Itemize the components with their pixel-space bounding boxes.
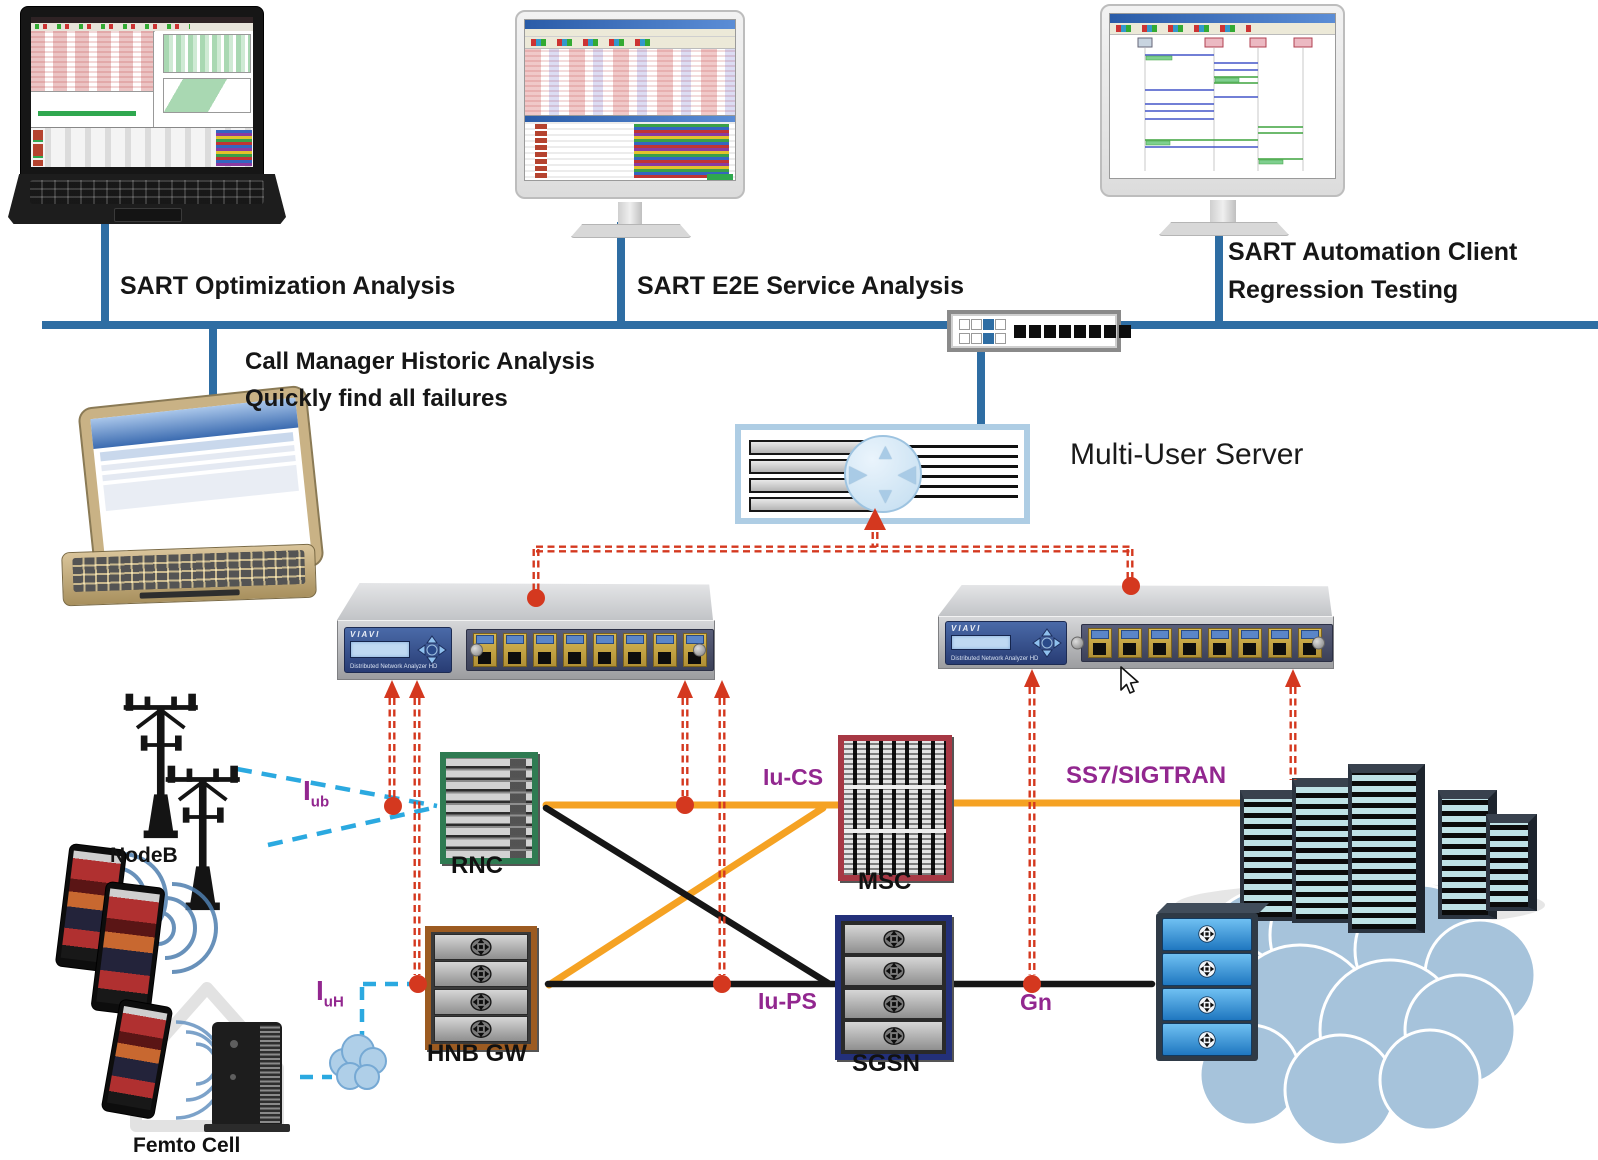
gn-interface-label: Gn [1020, 989, 1052, 1015]
analyzer-model: Distributed Network Analyzer HD [951, 655, 1039, 662]
optimization-title: SART Optimization Analysis [120, 272, 456, 300]
iub-radio-links [236, 766, 438, 848]
rnc-device [440, 752, 538, 864]
tablet-keyboard [61, 543, 317, 607]
e2e-title: SART E2E Service Analysis [637, 272, 965, 300]
analyzer-brand: VIAVI [951, 623, 982, 633]
laptop-keyboard [8, 174, 286, 224]
nodeb-tower-1 [121, 691, 200, 841]
multi-user-server: ▲ ▼ ▶ ◀ [735, 424, 1030, 524]
sgsn-label: SGSN [852, 1050, 921, 1077]
msc-device [838, 735, 952, 881]
hnb-gw-label: HNB GW [427, 1040, 527, 1067]
call-manager-title-line2: Quickly find all failures [245, 385, 508, 412]
monitor-e2e-link [617, 222, 625, 322]
iub-interface-label: Iub [303, 775, 330, 811]
nodeb-label: NodeB [110, 844, 178, 867]
analyzer-brand: VIAVI [350, 630, 381, 639]
analyzer-faceplate: VIAVI Distributed Network Analyzer HD [945, 620, 1067, 665]
femto-cell-label: Femto Cell [133, 1134, 241, 1157]
multi-user-server-label: Multi-User Server [1070, 438, 1304, 471]
laptop-bezel [20, 6, 264, 178]
laptop-screen [31, 17, 253, 167]
iuh-cloud-icon [329, 1034, 387, 1090]
analyzer-ports [466, 629, 714, 671]
laptop-link [101, 218, 109, 322]
call-manager-title-line1: Call Manager Historic Analysis [245, 348, 595, 375]
analyzer-model: Distributed Network Analyzer HD [350, 664, 438, 670]
ss7-sigtran-interface-label: SS7/SIGTRAN [1066, 762, 1227, 789]
rnc-label: RNC [451, 852, 503, 879]
switch-ports [1014, 324, 1131, 338]
iu-cs-interface-label: Iu-CS [763, 764, 824, 790]
tablet-link [209, 329, 217, 405]
switch-led-grid [959, 318, 1006, 344]
hnb-gw-device [425, 926, 537, 1050]
analyzer-navpad-icon [417, 635, 447, 665]
monitor-automation-client [1100, 4, 1345, 236]
core-server-rack [1486, 814, 1537, 911]
monitor-screen [524, 19, 736, 181]
monitor-bezel [515, 10, 745, 199]
analyzer-lcd [951, 634, 1011, 650]
mobile-phone [100, 998, 174, 1120]
router-symbol-icon: ▲ ▼ ▶ ◀ [843, 435, 922, 513]
analyzer-ports [1081, 623, 1333, 662]
monitor-screen [1109, 13, 1336, 179]
femto-cell-device [212, 1022, 282, 1126]
lan-bus-line [42, 321, 1598, 329]
nodeb-tower-2 [163, 763, 242, 913]
laptop-optimization-client [8, 6, 288, 228]
server-vent-lines [885, 438, 1018, 505]
analyzer-right: VIAVI Distributed Network Analyzer HD [938, 585, 1334, 669]
analyzer-faceplate: VIAVI Distributed Network Analyzer HD [344, 627, 452, 673]
monitor-automation-link [1215, 218, 1223, 322]
sequence-diagram [1137, 37, 1313, 171]
analyzer-lcd [350, 641, 410, 658]
ggsn-server [1156, 913, 1258, 1061]
server-link [977, 344, 985, 425]
ethernet-switch [947, 310, 1131, 352]
monitor-bezel [1100, 4, 1345, 197]
mouse-cursor-icon [1120, 666, 1139, 694]
sgsn-device [835, 915, 952, 1060]
automation-title-line2: Regression Testing [1228, 276, 1459, 304]
iu-ps-interface-label: Iu-PS [758, 988, 817, 1014]
analyzer-navpad-icon [1032, 627, 1062, 658]
femto-cell-stand [204, 1124, 290, 1132]
core-server-rack [1348, 764, 1425, 933]
monitor-e2e-client [515, 10, 745, 238]
iuh-interface-label: IuH [316, 975, 344, 1011]
msc-label: MSC [858, 868, 912, 895]
automation-title-line1: SART Automation Client [1228, 238, 1518, 266]
analyzer-left: VIAVI Distributed Network Analyzer HD [337, 583, 715, 680]
